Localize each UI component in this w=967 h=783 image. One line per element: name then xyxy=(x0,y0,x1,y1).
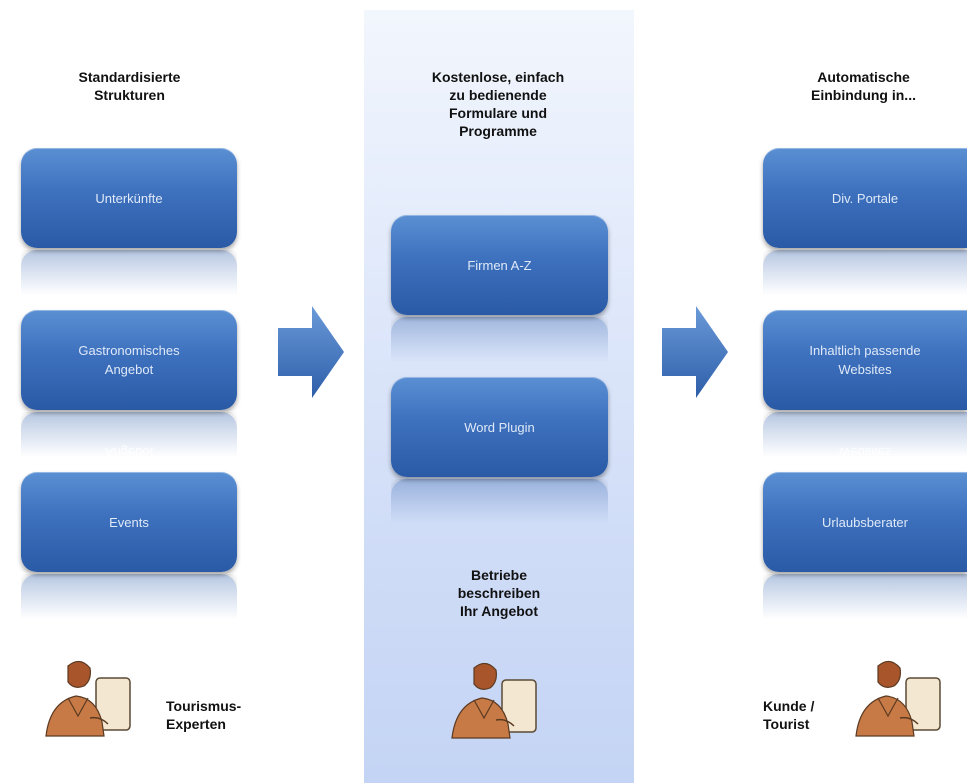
box-gastronomisches-angebot: Gastronomisches Angebot xyxy=(21,310,237,410)
box-inhaltlich-passende-websites: Inhaltlich passende Websites xyxy=(763,310,967,410)
box-label: Firmen A-Z xyxy=(467,257,532,273)
box-div-portale: Div. Portale xyxy=(763,148,967,248)
box-label: Gastronomisches Angebot xyxy=(78,343,180,377)
box-label: Events xyxy=(109,514,149,530)
box-label: Word Plugin xyxy=(464,419,535,435)
box-unterkuenfte: Unterkünfte xyxy=(21,148,237,248)
box-label: Inhaltlich passende Websites xyxy=(809,343,921,377)
right-heading: Automatische Einbindung in... xyxy=(811,69,916,103)
right-person-caption: Kunde / Tourist xyxy=(763,698,815,732)
arrow-right-icon xyxy=(662,306,728,398)
arrow-right-icon xyxy=(278,306,344,398)
box-word-plugin: Word Plugin xyxy=(391,377,608,477)
middle-heading: Kostenlose, einfach zu bedienende Formul… xyxy=(431,69,565,139)
box-events: Events xyxy=(21,472,237,572)
left-person-caption: Tourismus- Experten xyxy=(166,698,242,732)
box-urlaubsberater: Urlaubsberater xyxy=(763,472,967,572)
box-firmen-a-z: Firmen A-Z xyxy=(391,215,608,315)
box-label: Urlaubsberater xyxy=(822,514,908,530)
middle-footer-text: Betriebe beschreiben Ihr Angebot xyxy=(457,567,541,619)
box-label: Unterkünfte xyxy=(95,190,163,206)
person-at-computer-icon xyxy=(451,662,537,739)
box-label: Div. Portale xyxy=(831,190,899,206)
person-at-computer-icon xyxy=(45,660,131,737)
left-heading: Standardisierte Strukturen xyxy=(78,69,181,103)
person-at-computer-icon xyxy=(855,660,941,737)
